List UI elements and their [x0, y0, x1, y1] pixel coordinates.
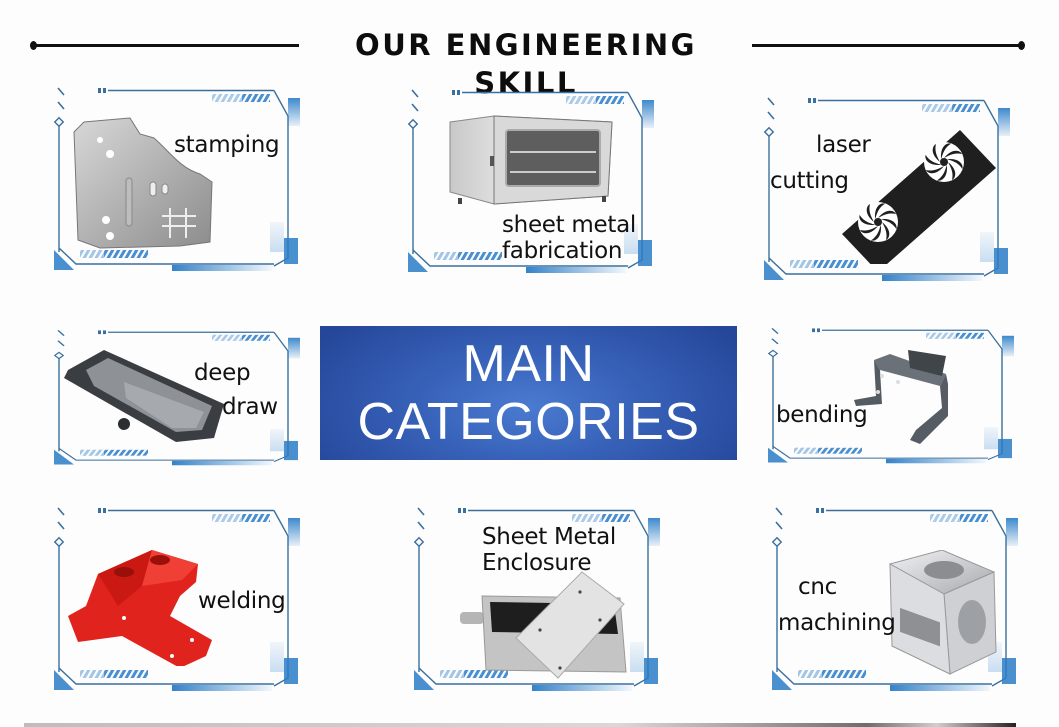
category-label: laser cutting [770, 132, 871, 194]
section-header: OUR ENGINEERING SKILL [0, 22, 1059, 100]
bent-bracket-image [854, 350, 948, 444]
header-line-endpoint-right [1018, 41, 1025, 50]
category-label: Sheet Metal Enclosure [482, 524, 617, 576]
header-rule-right [752, 44, 1022, 47]
stamped-panel-image [73, 117, 213, 249]
main-categories-banner: MAIN CATEGORIES [320, 326, 737, 460]
category-card-welding[interactable]: welding [52, 502, 302, 692]
category-card-deep-draw[interactable]: deep draw [52, 326, 302, 467]
category-card-stamping[interactable]: stamping [52, 82, 302, 272]
enclosure-box-image [460, 571, 627, 679]
page-title: OUR ENGINEERING SKILL [355, 28, 697, 100]
category-card-cnc-machining[interactable]: cnc machining [770, 502, 1020, 692]
category-label: stamping [174, 132, 280, 158]
category-card-sheet-metal-enclosure[interactable]: Sheet Metal Enclosure [412, 502, 662, 692]
category-card-sheet-metal-fabrication[interactable]: sheet metal fabrication [406, 84, 656, 274]
bottom-edge-strip [24, 723, 1016, 727]
oven-cabinet-image [449, 115, 613, 205]
category-label: bending [776, 402, 868, 428]
banner-title-line-2: CATEGORIES [357, 393, 700, 451]
banner-title-line-1: MAIN [462, 335, 595, 393]
category-card-laser-cutting[interactable]: laser cutting [762, 92, 1012, 282]
laser-cut-plate-image [842, 130, 996, 264]
category-label: cnc machining [778, 574, 896, 636]
category-label: deep draw [194, 360, 278, 420]
category-label: sheet metal fabrication [502, 212, 636, 264]
category-label: welding [198, 588, 286, 614]
header-rule-left [33, 44, 299, 47]
welded-bracket-image [68, 550, 212, 666]
machined-housing-image [888, 550, 997, 675]
oil-pan-image [64, 350, 224, 442]
category-card-bending[interactable]: bending [766, 324, 1016, 465]
